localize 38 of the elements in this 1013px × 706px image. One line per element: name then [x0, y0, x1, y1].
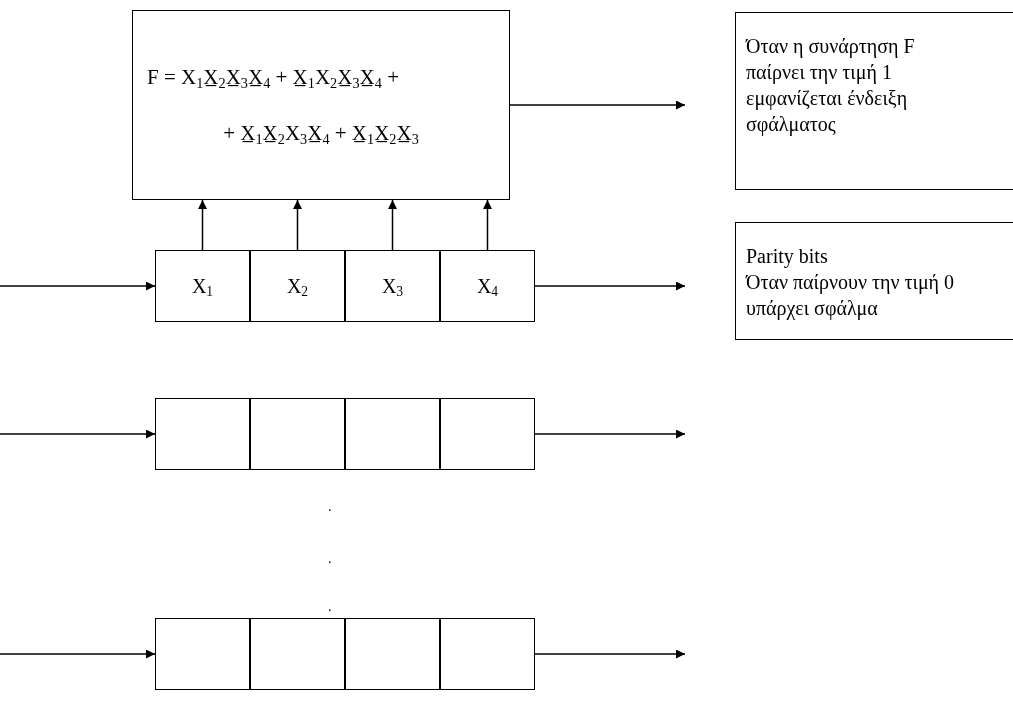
bit-label: X$_{3}$	[381, 274, 404, 299]
arrow	[534, 649, 686, 659]
register-cell	[250, 618, 345, 690]
note-heading: Parity bits	[746, 244, 828, 269]
arrow	[0, 429, 156, 439]
arrow	[388, 199, 397, 251]
arrow	[0, 649, 156, 659]
register-cell	[345, 250, 440, 322]
register-cell	[250, 398, 345, 470]
register-cell	[155, 250, 250, 322]
register-cell	[440, 398, 535, 470]
bit-label: X$_{2}$	[286, 274, 309, 299]
bit-label: X$_{1}$	[191, 274, 214, 299]
note-box	[735, 222, 1013, 340]
note-text: Όταν η συνάρτηση F παίρνει την τιμή 1 εμφανίζεται ένδειξη σφάλματος	[746, 34, 916, 137]
register-cell	[440, 618, 535, 690]
register-cell	[440, 250, 535, 322]
bit-label: X$_{4}$	[476, 274, 499, 299]
ellipsis-dot: .	[328, 600, 332, 614]
boolean-formula: F = X$_{1}$X̲$_{2}$X̲$_{3}$X̲$_{4}$ + X̲$_{1}$X$_{2}$X̲$_{3}$X̲$_{4}$ +	[147, 64, 399, 93]
note-text: Όταν παίρνουν την τιμή 0 υπάρχει σφάλμα	[746, 270, 956, 321]
note-box	[735, 12, 1013, 190]
boolean-formula: + X̲$_{1}$X̲$_{2}$X$_{3}$X̲$_{4}$ + X̲$_{1}$X̲$_{2}$X̲$_{3}$	[223, 120, 419, 149]
arrow	[198, 199, 207, 251]
register-cell	[155, 398, 250, 470]
arrow	[534, 281, 686, 291]
arrow	[483, 199, 492, 251]
formula-box	[132, 10, 510, 200]
ellipsis-dot: .	[328, 552, 332, 566]
register-cell	[250, 250, 345, 322]
arrow	[534, 429, 686, 439]
arrow	[509, 100, 686, 110]
register-cell	[155, 618, 250, 690]
arrow	[0, 281, 156, 291]
arrow	[293, 199, 302, 251]
ellipsis-dot: .	[328, 500, 332, 514]
register-cell	[345, 618, 440, 690]
register-cell	[345, 398, 440, 470]
